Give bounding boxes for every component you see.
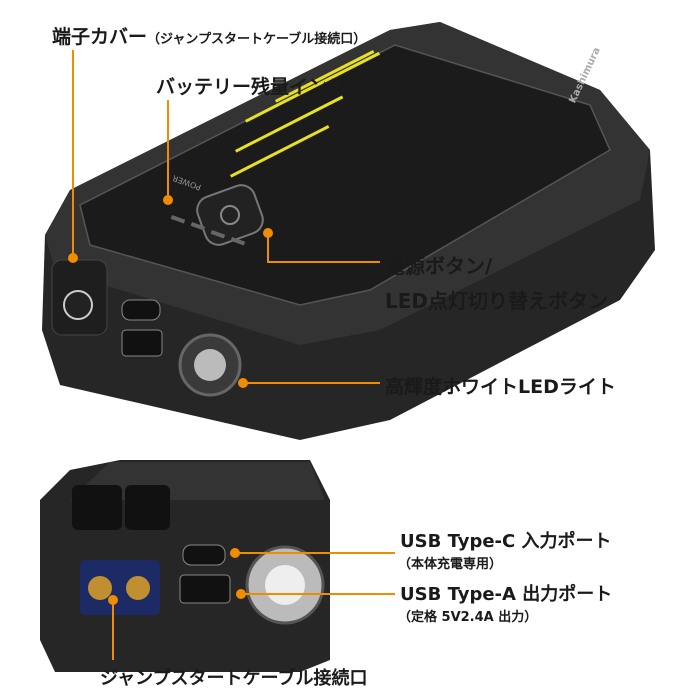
led-light-label: 高輝度ホワイトLEDライト — [385, 376, 616, 398]
jump-cable-port — [80, 560, 160, 615]
battery-indicator-label: バッテリー残量インジケーター — [156, 76, 423, 98]
battery-indicator-leds — [170, 215, 246, 246]
terminal-cap — [72, 485, 122, 530]
warning-label — [229, 50, 381, 178]
callout-lines — [72, 50, 395, 660]
jump-starter-bottom-view — [40, 460, 330, 672]
usb-c-port-bottom — [182, 544, 226, 566]
usb-c-port — [121, 299, 161, 321]
usb-c-label: USB Type-C 入力ポート — [400, 531, 612, 552]
jump-port-label: ジャンプスタートケーブル接続口 — [100, 668, 368, 689]
terminal-cover-note: （ジャンプスタートケーブル接続口） — [147, 32, 367, 47]
power-icon — [220, 205, 240, 225]
power-button[interactable] — [193, 181, 266, 249]
jump-starter-top-view — [42, 22, 655, 440]
usb-c-note: （本体充電専用） — [398, 557, 503, 572]
terminal-cover-label: 端子カバー（ジャンプスタートケーブル接続口） — [52, 26, 367, 48]
led-toggle-label: LED点灯切り替えボタン — [385, 289, 609, 313]
power-button-label: 電源ボタン/ — [385, 254, 493, 278]
callout-dots — [68, 195, 273, 605]
usb-a-port-bottom — [179, 574, 231, 604]
usb-a-label: USB Type-A 出力ポート — [400, 584, 613, 605]
usb-a-port — [121, 329, 163, 357]
usb-a-note: （定格 5V2.4A 出力） — [398, 610, 538, 625]
